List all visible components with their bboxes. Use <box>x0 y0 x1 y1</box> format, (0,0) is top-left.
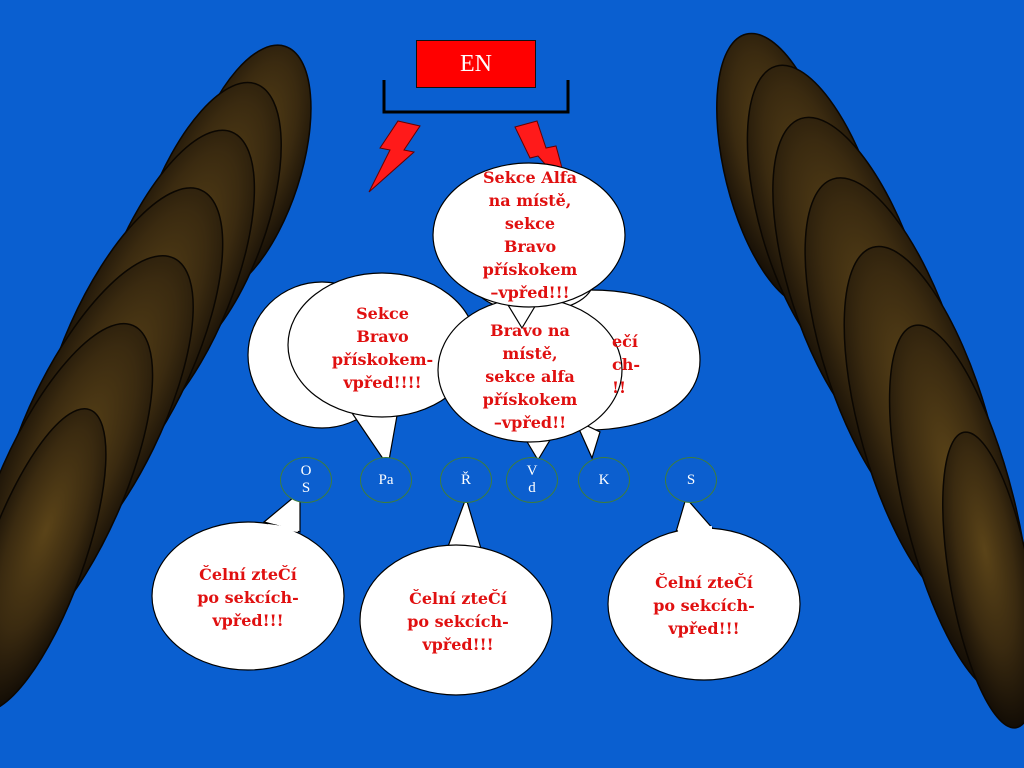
unit-k-label: K <box>598 471 610 488</box>
unit-r: Ř <box>440 457 492 503</box>
enemy-bracket <box>382 80 570 114</box>
bubble-os-text: Čelní zteČí po sekcích- vpřed!!! <box>197 565 299 630</box>
bubble-r-shape <box>359 496 553 696</box>
bubble-pa-shape <box>287 272 477 468</box>
bubble-s-shape <box>607 496 801 681</box>
enemy-box: EN <box>416 40 536 88</box>
unit-k: K <box>578 457 630 503</box>
unit-pa: Pa <box>360 457 412 503</box>
unit-pa-label: Pa <box>378 471 394 488</box>
bubble-k-text: ečí ch- !! <box>612 332 641 397</box>
unit-s-label: S <box>686 471 696 488</box>
unit-vd-label: V d <box>526 463 538 496</box>
unit-s: S <box>665 457 717 503</box>
bubble-vd-text: Bravo na místě, sekce alfa přískokem –vp… <box>482 321 578 432</box>
bubble-top-text: Sekce Alfa na místě, sekce Bravo přískok… <box>482 168 578 302</box>
unit-vd: V d <box>506 457 558 503</box>
bubble-s-text: Čelní zteČí po sekcích- vpřed!!! <box>653 573 755 638</box>
lightning-left-icon <box>368 120 421 193</box>
left-wing-shape <box>0 44 312 712</box>
unit-os-label: O S <box>300 463 312 496</box>
bubble-os-shape <box>151 490 345 671</box>
bubble-top-shape <box>432 162 626 330</box>
bubble-r-text: Čelní zteČí po sekcích- vpřed!!! <box>407 589 509 654</box>
unit-r-label: Ř <box>460 471 471 488</box>
unit-os: O S <box>280 457 332 503</box>
bubble-vd-shape <box>437 297 623 462</box>
right-wing-shape <box>716 32 1024 729</box>
bubble-pa-text: Sekce Bravo přískokem- vpřed!!!! <box>331 304 434 392</box>
